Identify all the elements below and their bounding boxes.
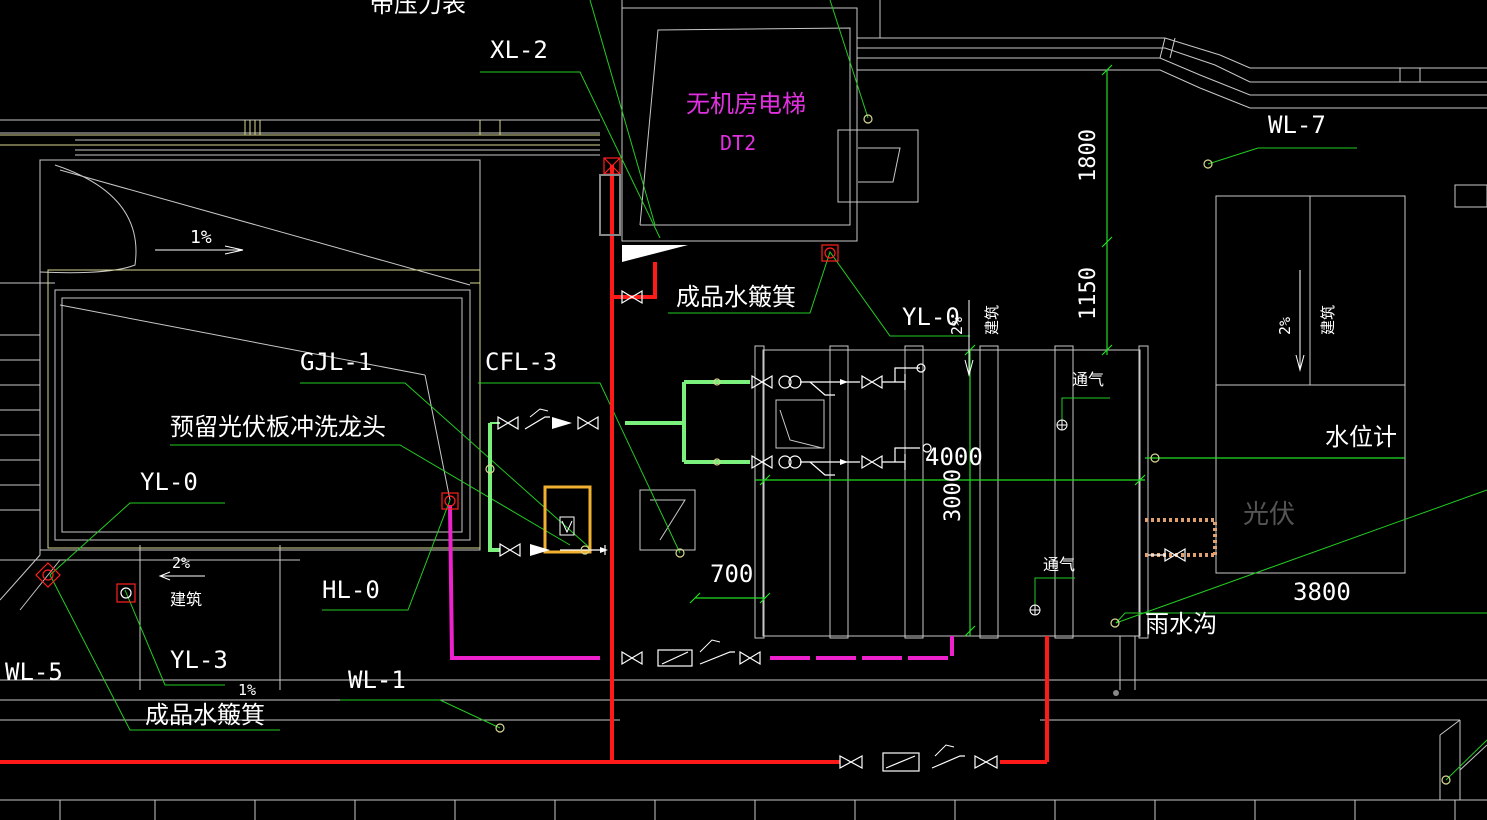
- valve-icon: [1164, 547, 1186, 563]
- valve-icon: [751, 454, 773, 470]
- label-elevator: 无机房电梯: [686, 90, 806, 118]
- label-cfl3: CFL-3: [485, 348, 557, 376]
- valve-icon: [621, 289, 643, 305]
- label-yl3: YL-3: [170, 646, 228, 674]
- label-wl7: WL-7: [1268, 111, 1326, 139]
- check-valve-icon: [931, 755, 965, 769]
- valve-icon: [577, 415, 599, 431]
- valve-icon: [861, 454, 883, 470]
- valve-icon: [739, 650, 761, 666]
- label-yl0-right: YL-0: [902, 303, 960, 331]
- valve-icon: [861, 374, 883, 390]
- yellow-wall-lines: [0, 120, 600, 549]
- label-dim-1800: 1800: [1076, 129, 1101, 182]
- floor-drain-icons: [1029, 419, 1068, 616]
- valve-icons: [497, 289, 1186, 772]
- label-slope-bottom: 1%: [238, 681, 256, 699]
- valve-icon: [751, 374, 773, 390]
- label-water-level: 水位计: [1325, 423, 1397, 451]
- roof-drain-icons: [35, 157, 839, 603]
- valve-icon: [621, 650, 643, 666]
- label-dim-1150: 1150: [1076, 267, 1101, 320]
- grate-icon: [622, 245, 688, 262]
- valve-icon: [499, 542, 521, 558]
- label-dt2: DT2: [720, 131, 756, 155]
- label-basket-top: 成品水簸箕: [676, 283, 796, 311]
- label-rain-ditch: 雨水沟: [1145, 610, 1217, 638]
- pump-cabinet: [543, 485, 592, 554]
- dimension-lines: [689, 64, 1405, 637]
- recycled-pipes: [448, 504, 954, 660]
- label-dim-3800: 3800: [1293, 578, 1351, 606]
- label-top-cut: 带压力表: [370, 0, 466, 18]
- meter-icon: [657, 649, 693, 667]
- label-wl5: WL-5: [5, 658, 63, 686]
- label-jz-left: 建筑: [170, 590, 202, 609]
- label-hl0: HL-0: [322, 576, 380, 604]
- feed-pipes: [488, 380, 750, 552]
- label-jz-right-a: 建筑: [983, 305, 1001, 335]
- label-dim-3000: 3000: [941, 469, 966, 522]
- valve-icon: [839, 754, 863, 770]
- label-pv-flush: 预留光伏板冲洗龙头: [170, 413, 386, 441]
- label-pct2-right-a: 2%: [948, 317, 966, 335]
- label-jz-right-b: 建筑: [1319, 305, 1337, 335]
- label-dim-4000: 4000: [925, 443, 983, 471]
- label-wl1: WL-1: [348, 666, 406, 694]
- label-yl0-left: YL-0: [140, 468, 198, 496]
- pipe-fittings: [485, 114, 1451, 785]
- meter-icon: [882, 752, 920, 772]
- label-xl2: XL-2: [490, 36, 548, 64]
- valve-icon: [974, 754, 998, 770]
- valve-icon: [497, 415, 519, 431]
- label-vent-bottom: 通气: [1043, 555, 1075, 574]
- leader-lines: [49, 0, 1487, 781]
- flow-arrow-icons: [155, 245, 1305, 757]
- label-pv: 光伏: [1243, 500, 1295, 530]
- pump-icons: [530, 379, 848, 556]
- label-basket-bottom: 成品水簸箕: [145, 701, 265, 729]
- overflow-drain: [1145, 518, 1217, 557]
- check-valve-icon: [699, 651, 735, 665]
- label-dim-700: 700: [710, 560, 753, 588]
- label-pct2-left: 2%: [172, 554, 190, 572]
- fire-pipes: [0, 165, 1049, 764]
- label-gjl1: GJL-1: [300, 348, 372, 376]
- label-slope-top: 1%: [190, 227, 212, 248]
- check-valve-icon: [524, 416, 550, 430]
- text-labels: 带压力表 XL-2 无机房电梯 DT2 WL-7 1800 1150 1% 成品…: [5, 0, 1397, 729]
- label-vent-top: 通气: [1072, 370, 1104, 389]
- label-pct2-right-b: 2%: [1276, 317, 1294, 335]
